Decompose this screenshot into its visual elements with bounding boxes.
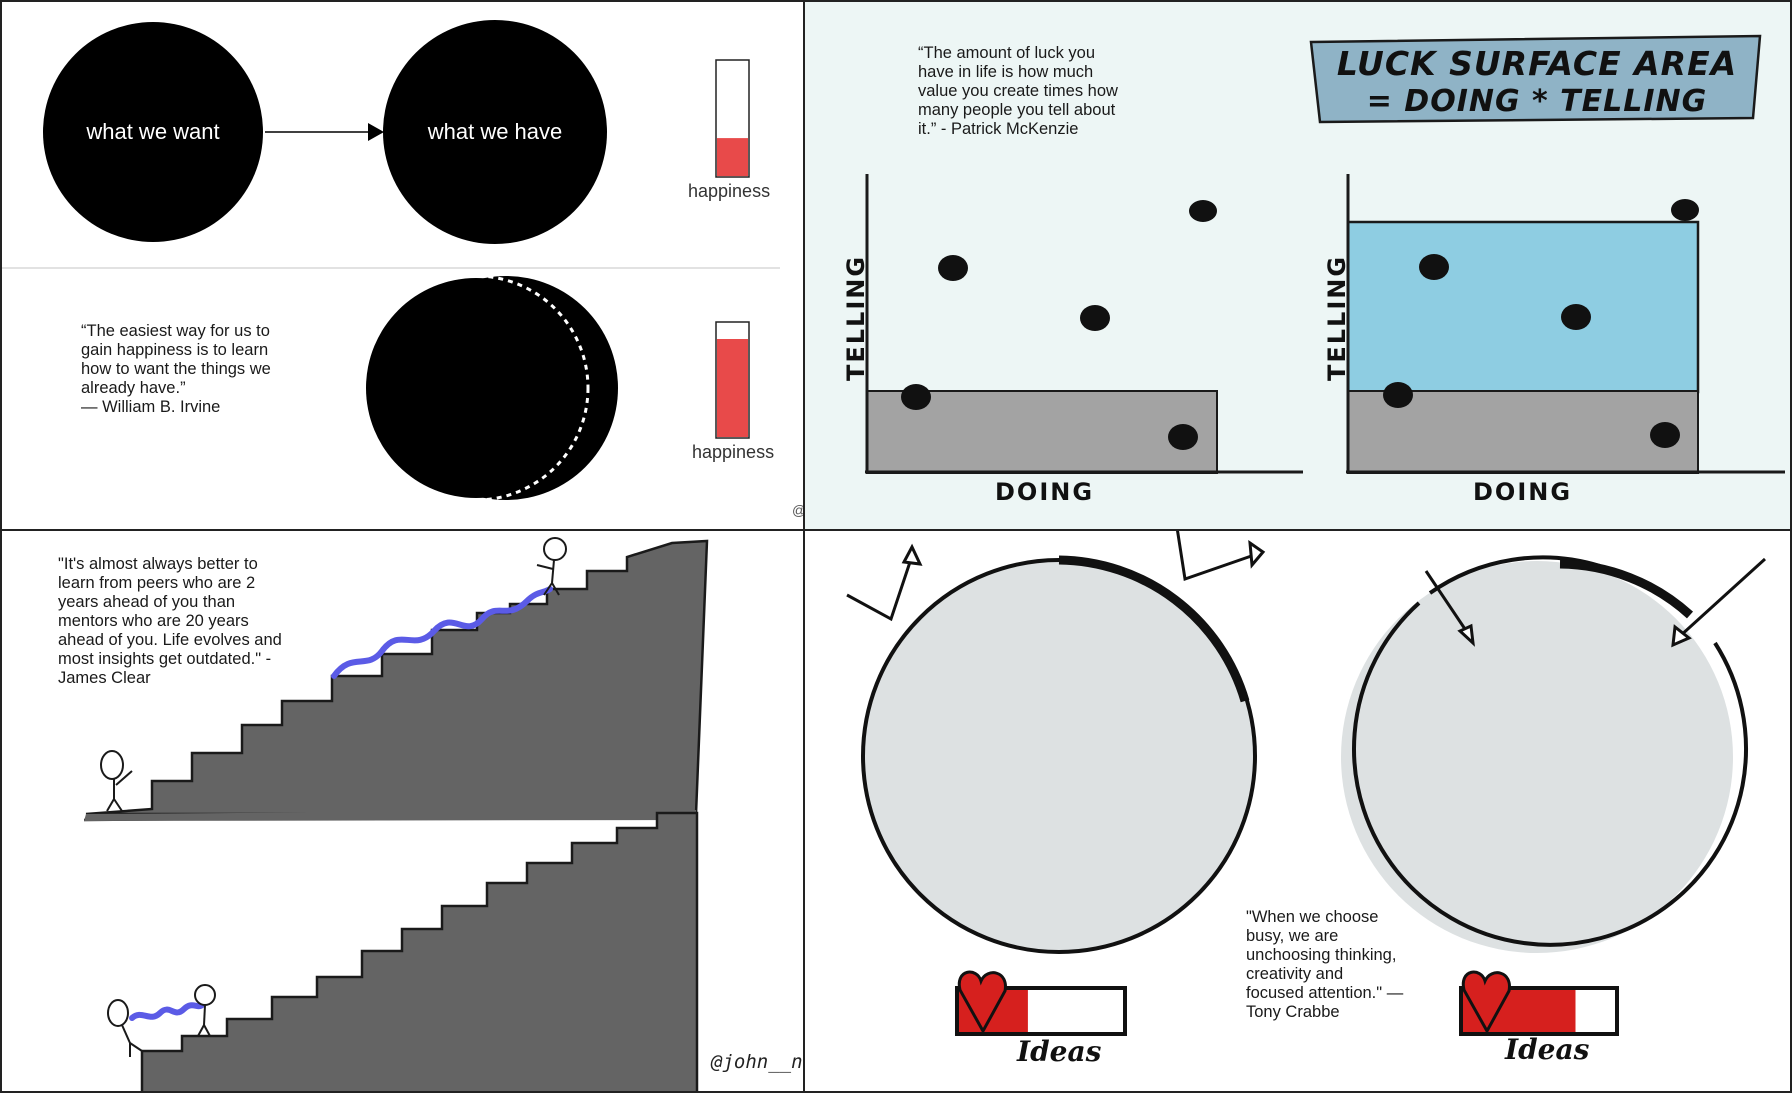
happiness-diagram	[2, 18, 780, 502]
left-x-label: DOING	[995, 478, 1095, 506]
stairs-diagram	[83, 537, 709, 1091]
top-stair-floor	[84, 810, 696, 821]
attention-circle-right-busy-arc	[1559, 559, 1694, 619]
progress-path-bottom	[129, 1002, 205, 1021]
left-dot	[1080, 305, 1110, 331]
luck-diagram	[865, 34, 1785, 474]
left-dot	[901, 384, 931, 410]
learner-figure-bottom	[107, 999, 143, 1057]
happiness-label-bottom: happiness	[692, 442, 775, 462]
left-y-label: TELLING	[842, 254, 870, 381]
attention-circle-left-busy-arc	[1058, 555, 1250, 703]
bottom-staircase	[140, 811, 699, 1091]
mckenzie-quote: “The amount of luck you have in life is …	[918, 44, 1118, 138]
right-dot	[1650, 422, 1680, 448]
happiness-bar-top-fill	[717, 138, 748, 177]
banner-line-1: LUCK SURFACE AREA	[1336, 44, 1738, 83]
panel-luck-surface: “The amount of luck you have in life is …	[803, 0, 1792, 531]
busy-diagram	[846, 531, 1767, 1036]
right-x-label: DOING	[1473, 478, 1573, 506]
progress-path-top	[331, 586, 553, 679]
banner-line-2: = DOING * TELLING	[1366, 84, 1708, 119]
want-circle	[43, 22, 263, 242]
right-blue-area	[1346, 220, 1700, 394]
happiness-label-top: happiness	[688, 181, 771, 201]
heart-icon	[957, 970, 1007, 1035]
heart-icon	[1461, 970, 1511, 1035]
happiness-bar-bottom-fill	[717, 339, 748, 437]
climber-figure-top	[536, 537, 567, 596]
want-circle-bottom	[366, 278, 586, 498]
signature: @john__nic	[711, 1051, 803, 1073]
left-dot	[1168, 424, 1198, 450]
panel-happiness: what we want what we have happiness happ…	[0, 0, 805, 531]
right-dot	[1561, 304, 1591, 330]
incoming-arrow-left-icon	[1424, 570, 1475, 647]
clear-quote: "It's almost always better to learn from…	[58, 555, 282, 687]
incoming-arrow-right-icon	[1671, 557, 1767, 648]
attention-circle-right	[1341, 561, 1733, 953]
deflected-arrow-right-icon	[1176, 531, 1266, 582]
panel-busy: "When we choose busy, we are unchoosing …	[803, 529, 1792, 1093]
right-y-label: TELLING	[1323, 254, 1351, 381]
irvine-quote: “The easiest way for us to gain happines…	[81, 322, 271, 416]
corner-mark: @	[792, 502, 805, 518]
want-label: what we want	[86, 119, 220, 144]
have-circle	[383, 20, 607, 244]
have-label: what we have	[427, 119, 563, 144]
right-dot	[1671, 199, 1699, 221]
left-dot	[938, 255, 968, 281]
ideas-label-right: Ideas	[1505, 1033, 1590, 1066]
want-circle-bottom-dotted-ring	[362, 274, 590, 502]
beginner-figure-top	[100, 750, 133, 812]
banner-box	[1309, 34, 1762, 124]
left-dot	[1189, 200, 1217, 222]
right-dot	[1419, 254, 1449, 280]
peer-figure-bottom	[194, 984, 216, 1037]
arrow-head-icon	[368, 123, 384, 141]
crabbe-quote: "When we choose busy, we are unchoosing …	[1246, 908, 1404, 1021]
panel-stairs: "It's almost always better to learn from…	[0, 529, 805, 1093]
right-dot	[1383, 382, 1413, 408]
attention-circle-right-arc-main	[1352, 601, 1748, 947]
deflected-arrow-left-icon	[846, 543, 923, 622]
ideas-label-left: Ideas	[1017, 1035, 1102, 1068]
